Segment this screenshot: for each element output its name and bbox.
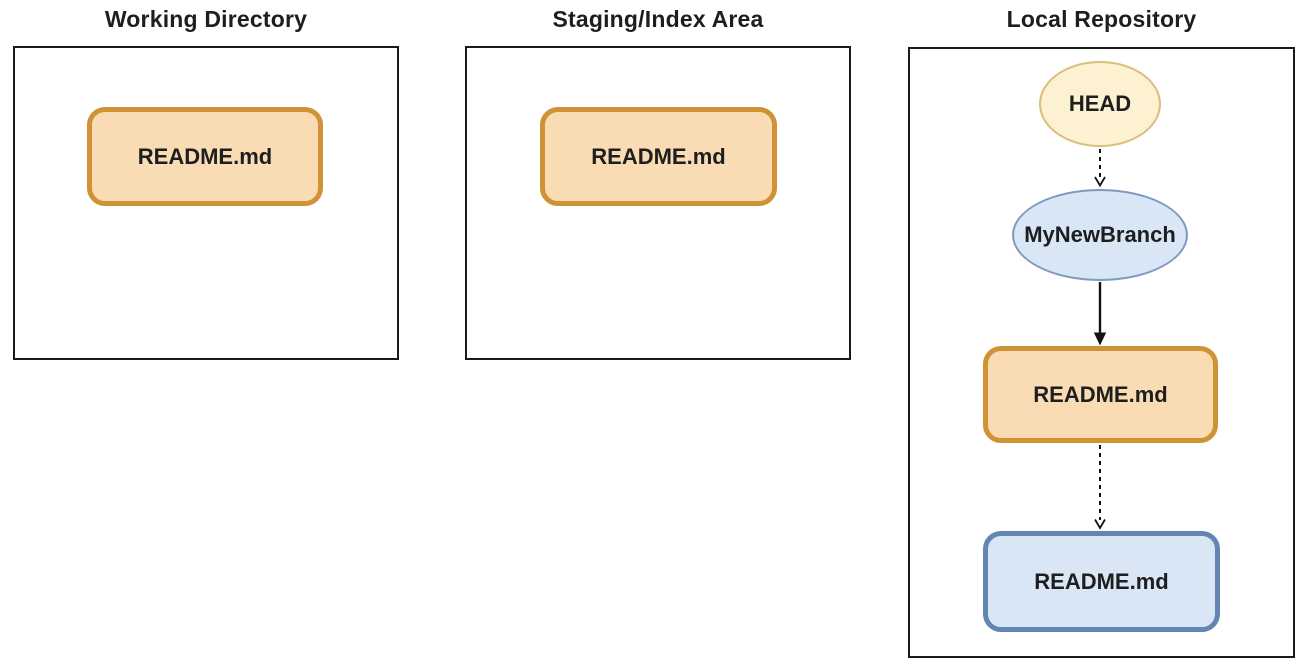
head-label: HEAD [1068, 91, 1132, 116]
repository-latest-file-label: README.md [1033, 381, 1168, 407]
repository-previous-file-node: README.md [983, 531, 1220, 632]
working-directory-title: Working Directory [104, 6, 308, 32]
staging-area-file-node: README.md [540, 107, 777, 206]
local-repository-title: Local Repository [1006, 6, 1197, 32]
working-directory-file-node: README.md [87, 107, 323, 206]
branch-node: MyNewBranch [1012, 189, 1188, 281]
branch-label: MyNewBranch [1024, 222, 1176, 247]
repository-latest-file-node: README.md [983, 346, 1218, 443]
working-directory-file-label: README.md [137, 143, 273, 169]
head-node: HEAD [1039, 61, 1161, 147]
repository-previous-file-label: README.md [1034, 568, 1169, 594]
staging-area-title: Staging/Index Area [552, 6, 764, 32]
staging-area-file-label: README.md [591, 143, 726, 169]
